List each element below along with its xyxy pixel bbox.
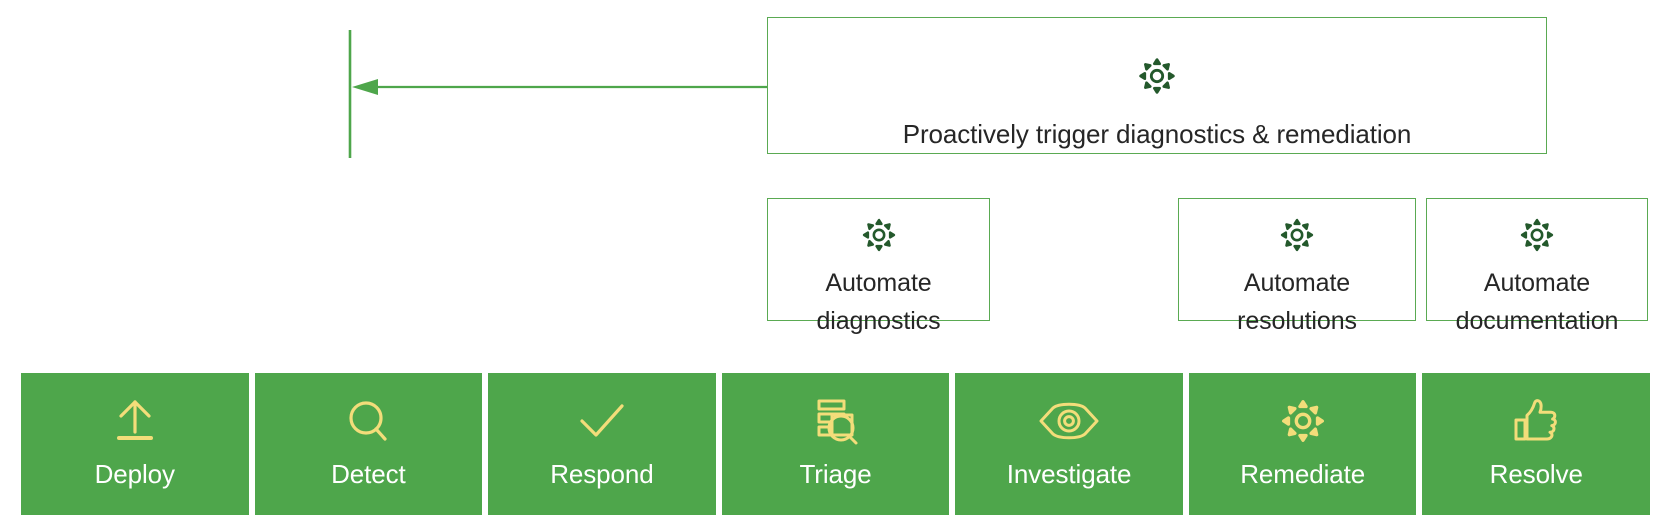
automate-diagnostics-box[interactable]: Automate diagnostics bbox=[767, 198, 990, 335]
lifecycle-tile-investigate[interactable]: Investigate bbox=[955, 373, 1183, 515]
lifecycle-tile-label: Remediate bbox=[1240, 459, 1366, 489]
automate-resolutions-line2: resolutions bbox=[1237, 307, 1357, 335]
lifecycle-tile-deploy[interactable]: Deploy bbox=[21, 373, 249, 515]
lifecycle-tile-row: Deploy Detect Respond bbox=[21, 373, 1651, 515]
eye-icon bbox=[1037, 395, 1101, 447]
lifecycle-tile-label: Detect bbox=[331, 459, 406, 489]
gear-icon bbox=[1277, 215, 1317, 260]
automate-documentation-line2: documentation bbox=[1455, 307, 1619, 335]
magnifier-icon bbox=[342, 395, 394, 447]
lifecycle-tile-label: Respond bbox=[550, 459, 654, 489]
gear-icon bbox=[1135, 54, 1179, 103]
triage-search-icon bbox=[808, 395, 864, 447]
lifecycle-tile-label: Resolve bbox=[1489, 459, 1583, 489]
automate-documentation-box[interactable]: Automate documentation bbox=[1426, 198, 1648, 335]
lifecycle-tile-remediate[interactable]: Remediate bbox=[1188, 373, 1417, 515]
automate-resolutions-box[interactable]: Automate resolutions bbox=[1178, 198, 1416, 335]
automate-resolutions-line1: Automate bbox=[1243, 269, 1351, 297]
lifecycle-tile-resolve[interactable]: Resolve bbox=[1422, 373, 1651, 515]
lifecycle-tile-respond[interactable]: Respond bbox=[488, 373, 716, 515]
lifecycle-tile-detect[interactable]: Detect bbox=[254, 373, 483, 515]
lifecycle-tile-label: Triage bbox=[799, 459, 872, 489]
automate-diagnostics-line1: Automate bbox=[825, 269, 932, 297]
automate-documentation-line1: Automate bbox=[1483, 269, 1591, 297]
automate-diagnostics-line2: diagnostics bbox=[816, 307, 941, 335]
proactive-trigger-label: Proactively trigger diagnostics & remedi… bbox=[902, 119, 1412, 149]
lifecycle-tile-label: Deploy bbox=[94, 459, 175, 489]
gear-icon bbox=[859, 215, 899, 260]
upload-arrow-icon bbox=[109, 395, 161, 447]
gear-icon bbox=[1277, 395, 1329, 447]
checkmark-icon bbox=[574, 395, 630, 447]
thumbs-up-icon bbox=[1510, 395, 1562, 447]
lifecycle-tile-label: Investigate bbox=[1006, 459, 1132, 489]
arrow-head-icon bbox=[352, 79, 378, 95]
proactive-trigger-box[interactable]: Proactively trigger diagnostics & remedi… bbox=[767, 17, 1547, 154]
lifecycle-tile-triage[interactable]: Triage bbox=[721, 373, 950, 515]
gear-icon bbox=[1517, 215, 1557, 260]
